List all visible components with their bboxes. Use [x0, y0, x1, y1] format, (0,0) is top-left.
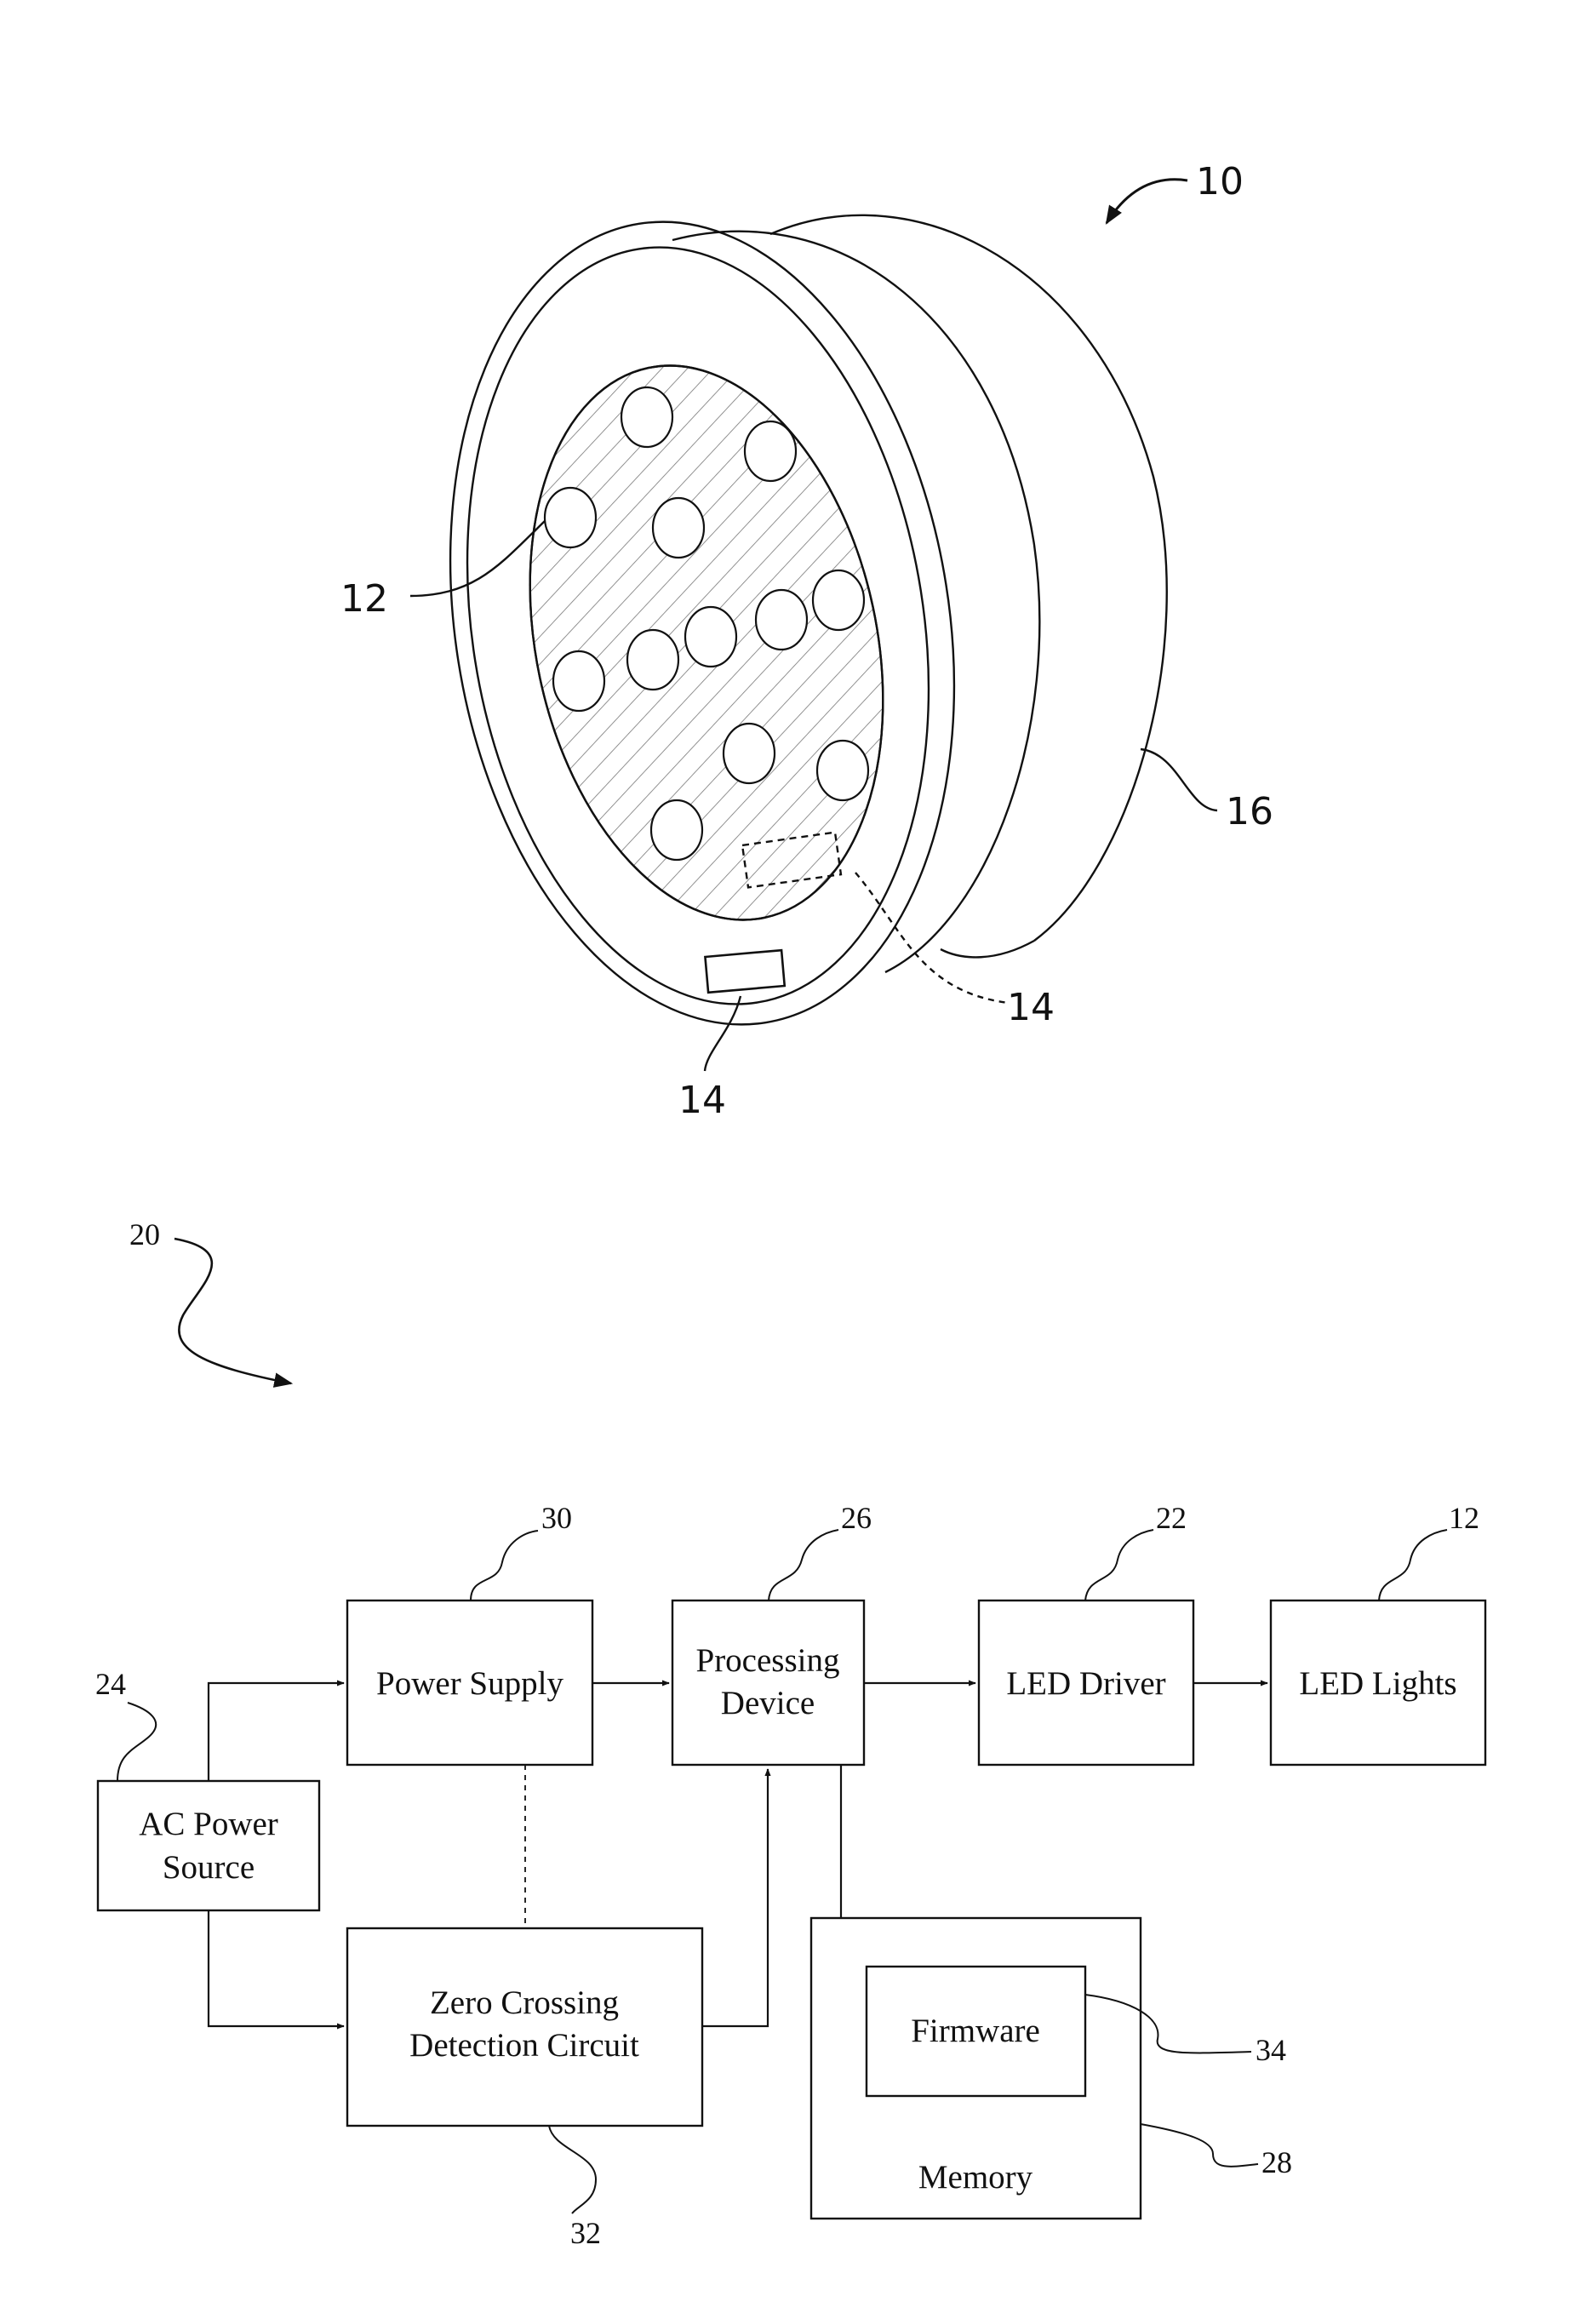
led: [651, 800, 702, 860]
ref-led-lights: 12: [1449, 1501, 1479, 1535]
ac-to-power-supply: [209, 1683, 344, 1781]
led: [817, 741, 868, 800]
zero-crossing-to-processing: [702, 1769, 768, 2026]
leader-28: [1141, 2124, 1258, 2167]
ref-led-driver: 22: [1156, 1501, 1187, 1535]
led: [745, 421, 796, 481]
led-lights-label: LED Lights: [1299, 1665, 1456, 1702]
leader-22: [1085, 1530, 1153, 1601]
led-light-device-drawing: [395, 180, 1217, 1071]
leader-12: [1379, 1530, 1447, 1601]
led: [627, 630, 678, 690]
leader-24: [117, 1703, 156, 1781]
led: [545, 488, 596, 547]
ac-power-source-label-1: AC Power: [139, 1806, 278, 1842]
leader-32: [549, 2126, 596, 2213]
ac-power-source-label-2: Source: [163, 1849, 255, 1886]
processing-device-label-1: Processing: [696, 1642, 840, 1679]
zero-crossing-label-1: Zero Crossing: [430, 1984, 619, 2021]
led: [685, 607, 736, 667]
ref-housing: 16: [1226, 790, 1273, 833]
ref-system: 20: [129, 1217, 160, 1251]
led: [756, 590, 807, 650]
leader-30: [471, 1531, 538, 1601]
led: [553, 651, 604, 711]
housing-back-edge: [941, 941, 1034, 957]
processing-device-label-2: Device: [721, 1685, 815, 1721]
power-supply-label: Power Supply: [376, 1665, 563, 1702]
led: [621, 387, 672, 447]
zero-crossing-label-2: Detection Circuit: [409, 2027, 639, 2064]
ref-leds: 12: [340, 577, 388, 621]
led-leader: [410, 521, 545, 596]
ref-power-supply: 30: [541, 1501, 572, 1535]
ref-sensor-front: 14: [678, 1079, 726, 1122]
processing-device-block: [672, 1601, 864, 1765]
connectors: [209, 1683, 1267, 2026]
memory-label: Memory: [918, 2159, 1033, 2196]
front-sensor: [705, 950, 784, 993]
ref-device: 10: [1196, 160, 1244, 203]
block-labels: Power Supply Processing Device LED Drive…: [139, 1642, 1456, 2196]
ref-memory: 28: [1261, 2145, 1292, 2179]
device-arrow: [1107, 180, 1187, 223]
led: [813, 570, 864, 630]
front-sensor-leader: [705, 996, 741, 1071]
leader-26: [769, 1530, 838, 1601]
led-driver-label: LED Driver: [1006, 1665, 1165, 1702]
housing-leader: [1141, 749, 1217, 810]
ref-firmware: 34: [1256, 2033, 1286, 2067]
led: [724, 724, 775, 783]
system-squiggle-arrow: [174, 1239, 291, 1383]
ref-processing-device: 26: [841, 1501, 872, 1535]
ref-sensor-back: 14: [1007, 986, 1055, 1029]
ac-power-source-block: [98, 1781, 319, 1910]
ref-ac-power-source: 24: [95, 1667, 126, 1701]
reference-leaders: [117, 1530, 1447, 2213]
system-reference: 20: [129, 1217, 291, 1383]
led: [653, 498, 704, 558]
firmware-label: Firmware: [911, 2013, 1040, 2049]
leader-34: [1085, 1995, 1251, 2053]
ref-zero-crossing: 32: [570, 2216, 601, 2250]
ac-to-zero-crossing: [209, 1910, 344, 2026]
